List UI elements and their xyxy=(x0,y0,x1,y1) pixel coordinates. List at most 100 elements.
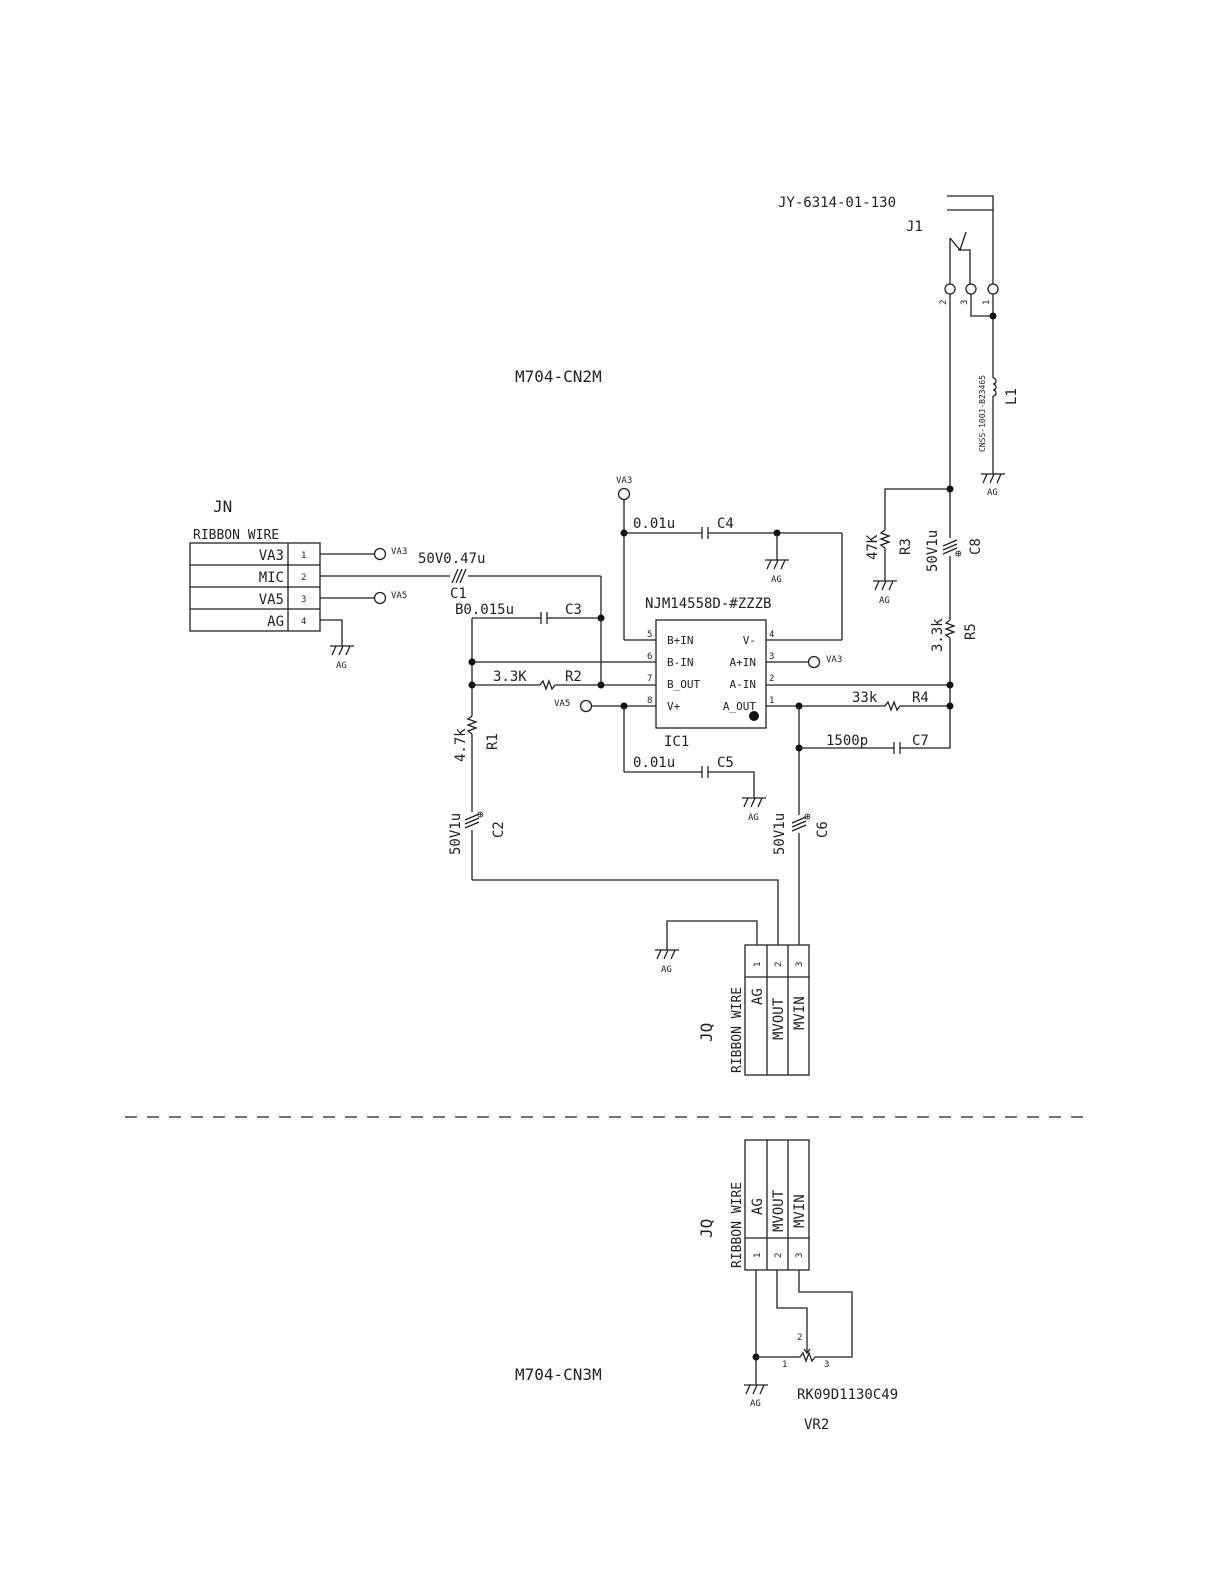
jn-ribbon-label: RIBBON WIRE xyxy=(193,528,279,543)
jq-pin-name: MVIN xyxy=(792,996,808,1030)
j1-pin-num: 1 xyxy=(982,300,992,305)
jn-pin-name: AG xyxy=(267,614,284,630)
jq-connector-lower: 1 2 3 AG MVOUT MVIN RIBBON WIRE JQ xyxy=(697,1139,810,1271)
ic1-pin-num: 7 xyxy=(647,674,652,684)
pin1-marker-icon xyxy=(749,711,759,721)
vr2-ref: VR2 xyxy=(804,1417,829,1433)
jn-pin-num: 4 xyxy=(301,617,306,627)
va5-terminal xyxy=(579,699,593,713)
l1-inductor-icon xyxy=(992,377,997,397)
c3-value: B0.015u xyxy=(455,602,514,618)
c5-value: 0.01u xyxy=(633,755,675,771)
r5-ref: R5 xyxy=(963,623,979,640)
jq-connector-upper: 1 2 3 AG MVOUT MVIN RIBBON WIRE JQ xyxy=(697,944,810,1076)
c1-ref: C1 xyxy=(450,586,467,602)
net-label-va3: VA3 xyxy=(826,655,842,665)
ic1-pin-name: V+ xyxy=(667,700,681,713)
ag-label: AG xyxy=(750,1399,761,1409)
c2-capacitor-icon xyxy=(464,813,480,829)
ic1-pin-num: 4 xyxy=(769,630,774,640)
ic1-pin-name: A+IN xyxy=(730,656,757,669)
j1-jack-icon xyxy=(947,195,994,284)
ag-label: AG xyxy=(336,661,347,671)
ground-icon xyxy=(873,580,897,591)
board-title-lower: M704-CN3M xyxy=(515,1365,602,1384)
ic1-chip: NJM14558D-#ZZZB B+IN B-IN B_OUT V+ V- A+… xyxy=(645,596,774,750)
j1-ref: J1 xyxy=(906,219,923,235)
c4-ref: C4 xyxy=(717,516,734,532)
r3-ref: R3 xyxy=(898,538,914,555)
jn-pin-name: VA3 xyxy=(259,548,284,564)
l1-part: CNSS-100J-B23465 xyxy=(978,375,987,452)
ic1-pin-num: 3 xyxy=(769,652,774,662)
r4-resistor-icon xyxy=(884,700,901,712)
r4-ref: R4 xyxy=(912,690,929,706)
jn-pin-name: VA5 xyxy=(259,592,284,608)
c7-value: 1500p xyxy=(826,733,868,749)
r1-value: 4.7k xyxy=(453,728,469,762)
va3-terminal xyxy=(617,487,631,501)
jq-pin-num: 2 xyxy=(774,962,784,967)
net-label-va5: VA5 xyxy=(391,591,407,601)
j1-pin-num: 2 xyxy=(939,300,949,305)
jq-ref: JQ xyxy=(697,1219,716,1238)
ag-label: AG xyxy=(987,488,998,498)
ground-icon xyxy=(744,1384,768,1395)
c3-ref: C3 xyxy=(565,602,582,618)
c8-ref: C8 xyxy=(968,538,984,555)
ic1-ref: IC1 xyxy=(664,734,689,750)
ic1-pin-num: 5 xyxy=(647,630,652,640)
jn-ref: JN xyxy=(213,497,232,516)
jq-ref: JQ xyxy=(697,1023,716,1042)
c8-value: 50V1u xyxy=(925,530,941,572)
ic1-part: NJM14558D-#ZZZB xyxy=(645,596,771,612)
c8-capacitor-icon xyxy=(942,539,958,555)
ic1-pin-name: V- xyxy=(743,634,756,647)
net-label-va3: VA3 xyxy=(616,476,632,486)
r5-resistor-icon xyxy=(944,619,956,639)
jq-pin-name: AG xyxy=(750,1198,766,1215)
r3-value: 47K xyxy=(865,534,881,560)
vr2-part: RK09D1130C49 xyxy=(797,1387,898,1403)
ic1-pin-num: 2 xyxy=(769,674,774,684)
ground-icon xyxy=(655,949,679,960)
jq-ribbon-label: RIBBON WIRE xyxy=(730,1182,745,1268)
va5-terminal xyxy=(373,591,387,605)
ic1-pin-name: B+IN xyxy=(667,634,694,647)
jq-ribbon-label: RIBBON WIRE xyxy=(730,987,745,1073)
jq-pin-name: MVOUT xyxy=(771,1189,787,1232)
ag-label: AG xyxy=(661,965,672,975)
c2-ref: C2 xyxy=(491,821,507,838)
vr2-pin-num: 1 xyxy=(782,1360,787,1370)
c2-polarity: ⊕ xyxy=(477,808,484,821)
ic1-pin-num: 8 xyxy=(647,696,652,706)
ag-label: AG xyxy=(879,596,890,606)
c2-value: 50V1u xyxy=(448,813,464,855)
jq-pin-num: 2 xyxy=(774,1253,784,1258)
r1-ref: R1 xyxy=(485,733,501,750)
vr2-pin-num: 3 xyxy=(824,1360,829,1370)
c6-ref: C6 xyxy=(815,821,831,838)
r2-value: 3.3K xyxy=(493,669,527,685)
l1-ref: L1 xyxy=(1004,388,1020,405)
ic1-pin-name: A-IN xyxy=(730,678,757,691)
ic1-pin-name: B-IN xyxy=(667,656,694,669)
ag-label: AG xyxy=(748,813,759,823)
j1-part: JY-6314-01-130 xyxy=(778,195,896,211)
net-label-va3: VA3 xyxy=(391,547,407,557)
jq-pin-num: 1 xyxy=(753,962,763,967)
c6-polarity: ⊕ xyxy=(804,810,811,823)
jq-pin-num: 3 xyxy=(795,962,805,967)
c1-capacitor-icon xyxy=(451,568,467,584)
r4-value: 33k xyxy=(852,690,878,706)
c6-capacitor-icon xyxy=(791,816,807,832)
ic1-pin-name: B_OUT xyxy=(667,678,700,691)
jq-pin-name: MVIN xyxy=(792,1194,808,1228)
jq-pin-name: AG xyxy=(750,988,766,1005)
jn-connector: JN RIBBON WIRE VA3 MIC VA5 AG 1 2 3 4 xyxy=(189,497,321,632)
ground-icon xyxy=(765,559,789,570)
c6-value: 50V1u xyxy=(772,813,788,855)
jn-pin-num: 3 xyxy=(301,595,306,605)
jq-pin-num: 1 xyxy=(753,1253,763,1258)
